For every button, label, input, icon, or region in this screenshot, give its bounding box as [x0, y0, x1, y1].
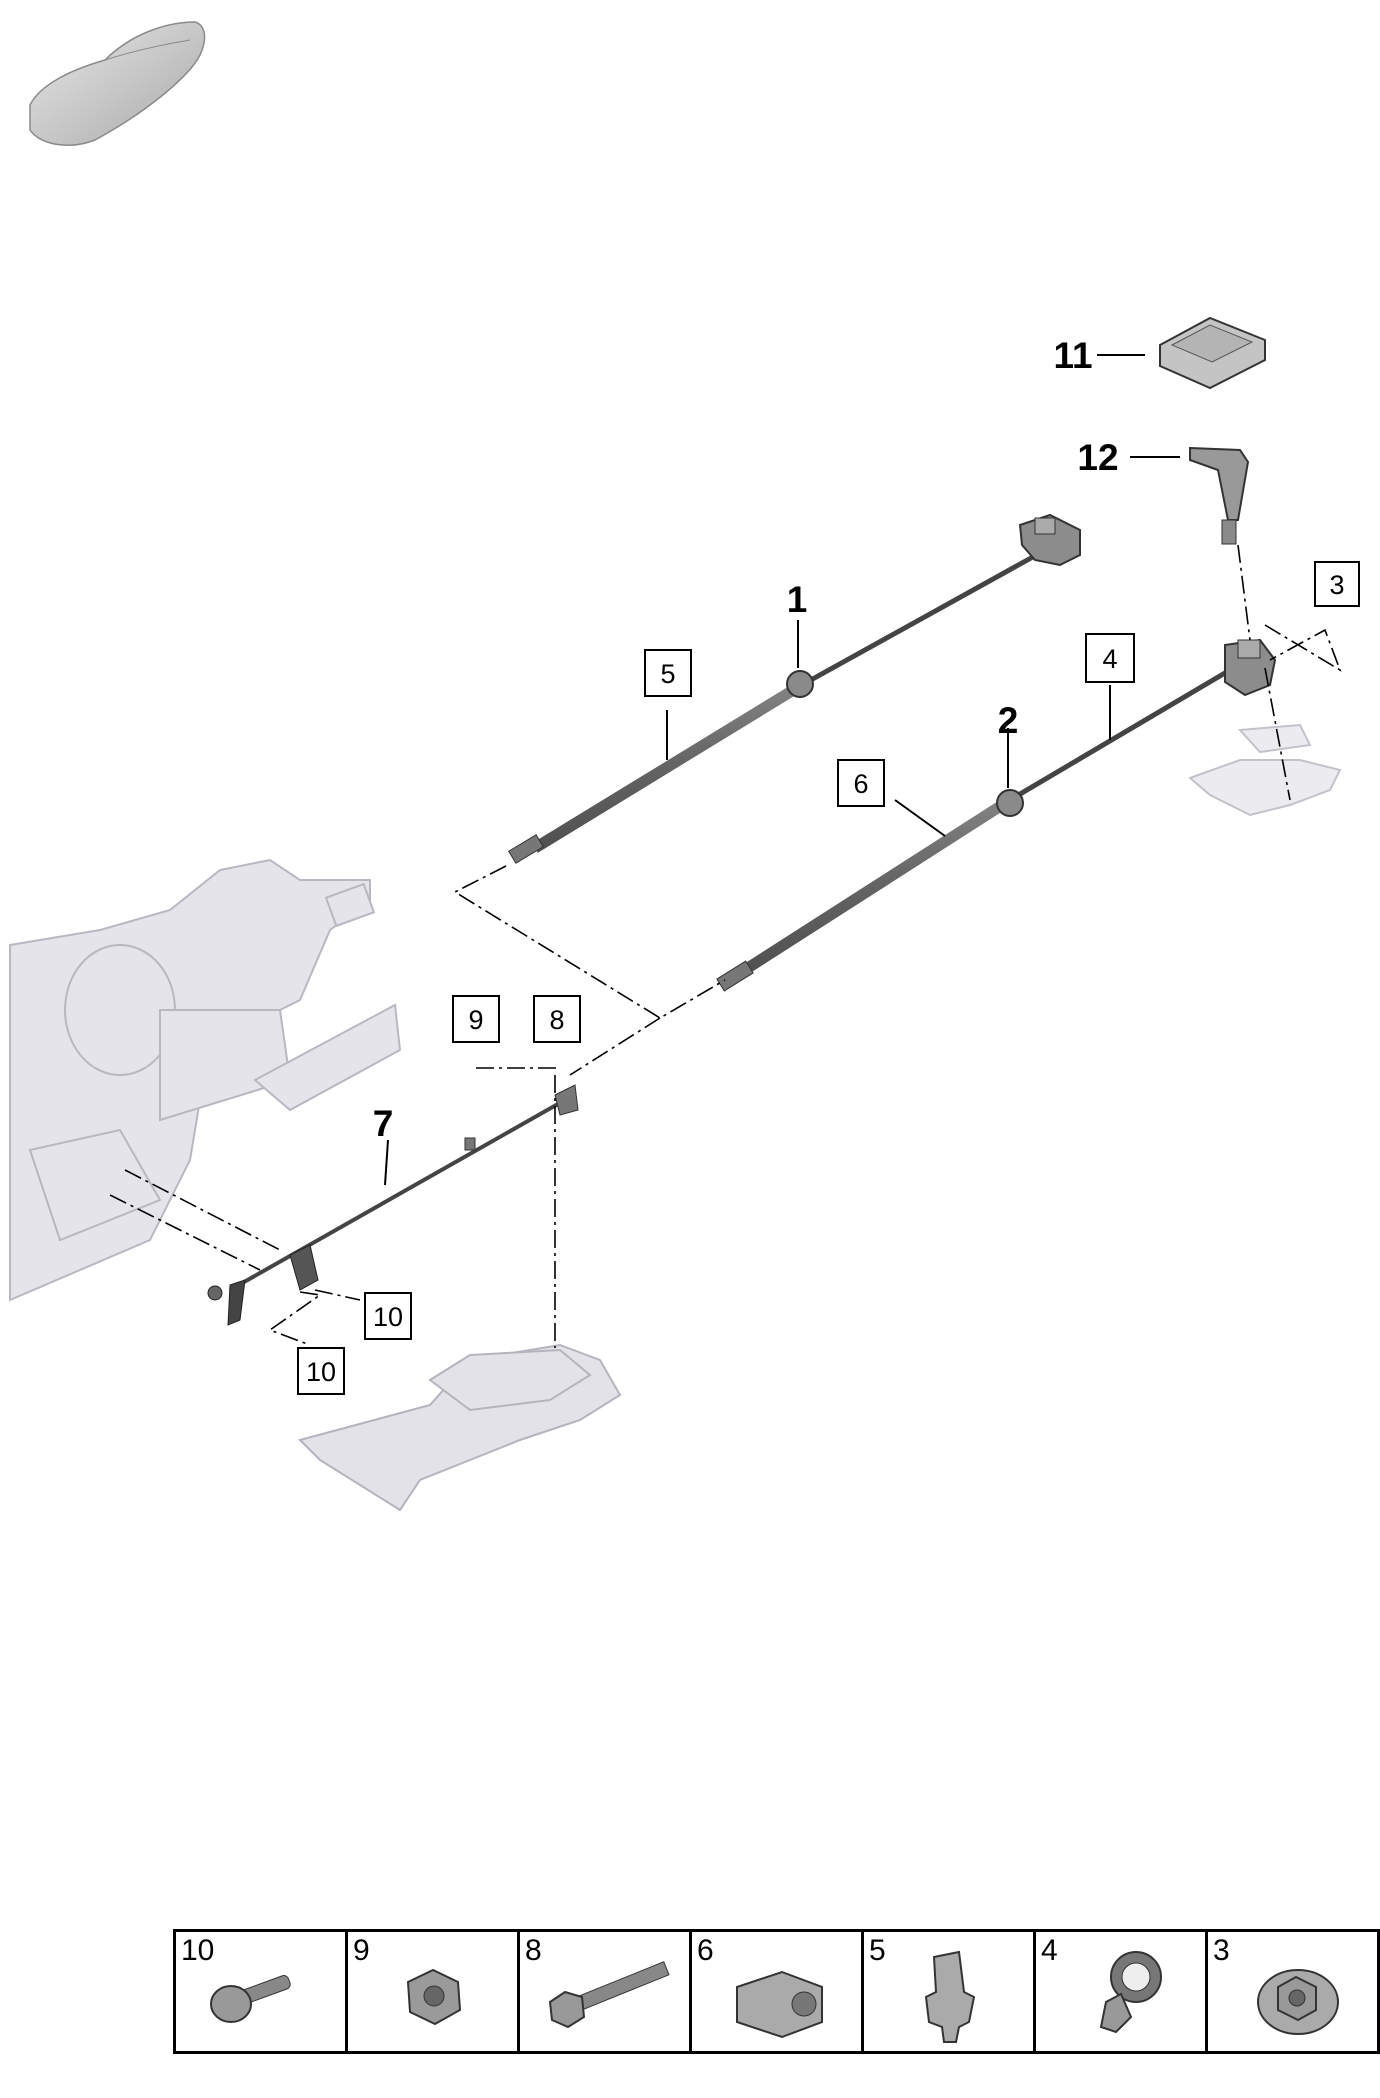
callout-box-10-upper: 10: [364, 1292, 412, 1340]
legend-cell-9: 9: [348, 1932, 520, 2051]
legend-cell-10: 10: [176, 1932, 348, 2051]
bolt-icon: [210, 1975, 291, 2023]
bracket-ghost-upper: [1188, 723, 1342, 817]
bracket-ghost-lower: [298, 1343, 622, 1512]
flange-bolt-icon: [548, 1961, 670, 2029]
part-7-cable-bracket: [207, 1084, 579, 1326]
svg-text:9: 9: [468, 1005, 483, 1035]
part-12-bracket-screw: [1189, 446, 1250, 545]
callout-box-5: 5: [644, 649, 692, 697]
clip-icon: [924, 1950, 976, 2043]
legend-label-9: 9: [353, 1934, 370, 1967]
hardware-legend: 10 9 8 6 5 4: [173, 1929, 1380, 2054]
legend-cell-8: 8: [520, 1932, 692, 2051]
transmission-ghost: [9, 858, 402, 1302]
legend-label-6: 6: [697, 1934, 714, 1967]
legend-label-3: 3: [1213, 1934, 1230, 1967]
legend-cell-4: 4: [1036, 1932, 1208, 2051]
svg-text:3: 3: [1329, 570, 1344, 600]
assembly-leader-lines: [109, 544, 1342, 1348]
callout-box-8: 8: [533, 995, 581, 1043]
part-11-control-unit: [1159, 316, 1266, 390]
svg-text:10: 10: [373, 1302, 403, 1332]
svg-text:8: 8: [549, 1005, 564, 1035]
legend-cell-6: 6: [692, 1932, 864, 2051]
legend-cell-3: 3: [1208, 1932, 1377, 2051]
callout-box-3: 3: [1314, 561, 1360, 607]
svg-text:4: 4: [1102, 644, 1117, 674]
part-11-label: 11: [1053, 335, 1092, 376]
part-1-label: 1: [787, 579, 808, 620]
legend-cell-5: 5: [864, 1932, 1036, 2051]
part-1-selector-cable: [507, 513, 1081, 864]
callout-box-6: 6: [837, 759, 885, 807]
svg-text:10: 10: [306, 1357, 336, 1387]
svg-text:6: 6: [853, 769, 868, 799]
callout-box-4: 4: [1085, 633, 1135, 683]
callout-leader-ticks: [384, 354, 1180, 1186]
part-2-label: 2: [998, 700, 1019, 741]
vehicle-thumbnail: [29, 21, 206, 146]
callout-box-10-lower: 10: [297, 1347, 345, 1395]
legend-label-8: 8: [525, 1934, 542, 1967]
legend-label-10: 10: [181, 1934, 215, 1967]
cable-holder-icon: [736, 1970, 823, 2039]
flange-nut-icon: [1257, 1969, 1339, 2035]
part-2-selector-cable: [716, 638, 1277, 992]
legend-label-4: 4: [1041, 1934, 1058, 1967]
callout-box-9: 9: [452, 995, 500, 1043]
hex-nut-icon: [406, 1968, 462, 2026]
part-12-label: 12: [1077, 437, 1118, 478]
svg-text:5: 5: [660, 659, 675, 689]
part-7-label: 7: [373, 1103, 394, 1144]
cable-tie-bracket-icon: [1099, 1951, 1162, 2034]
legend-label-5: 5: [869, 1934, 886, 1967]
